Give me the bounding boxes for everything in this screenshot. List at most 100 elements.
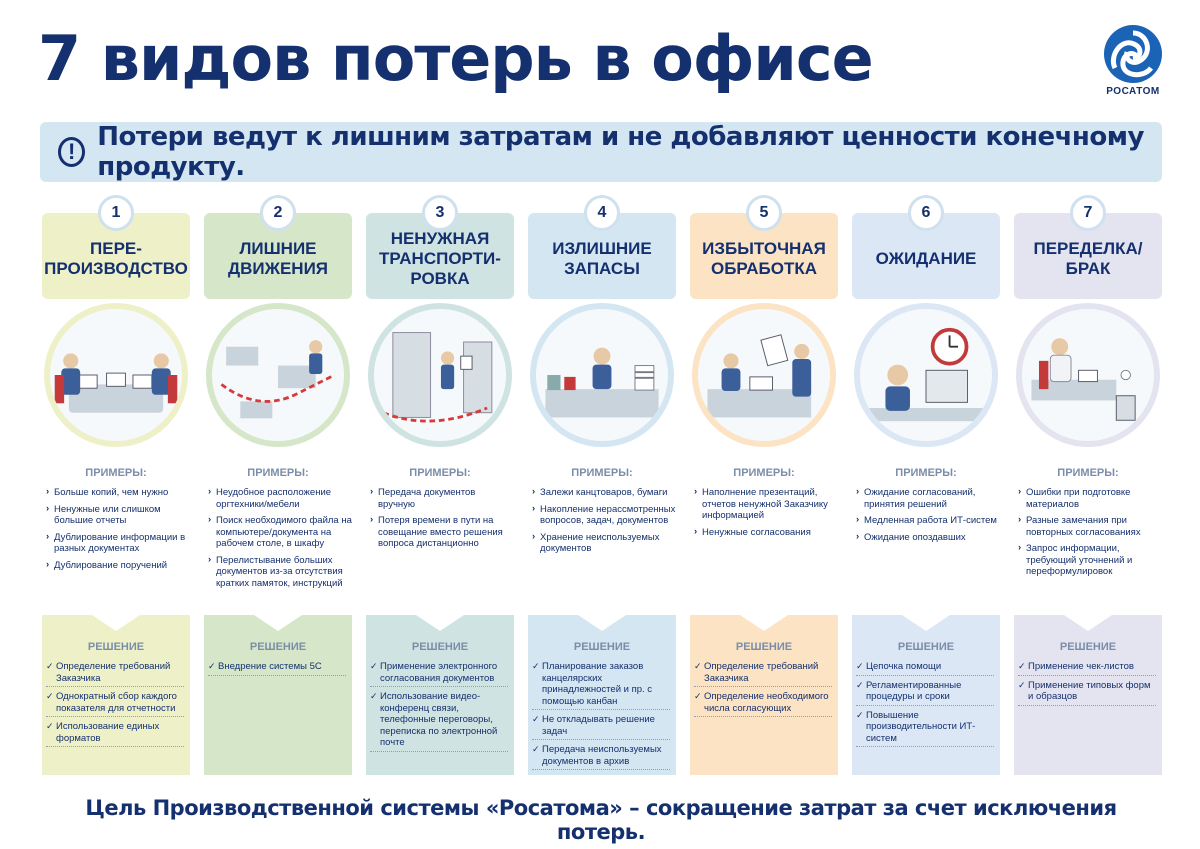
solution-panel: РЕШЕНИЕ Планирование заказов канцелярских… [528, 615, 676, 775]
waste-number: 6 [908, 195, 944, 231]
solution-label: РЕШЕНИЕ [87, 641, 145, 653]
banner-text: Потери ведут к лишним затратам и не доба… [97, 122, 1144, 182]
example-item: Хранение неиспользуемых документов [532, 531, 676, 555]
example-item: Потеря времени в пути на совещание вмест… [370, 514, 514, 550]
solution-item: Передача неиспользуемых документов в арх… [532, 744, 670, 770]
examples-label: ПРИМЕРЫ: [571, 467, 633, 479]
solutions-list: Применение электронного согласования док… [370, 661, 508, 756]
waste-number: 2 [260, 195, 296, 231]
solution-label: РЕШЕНИЕ [1059, 641, 1117, 653]
solution-item: Использование видео-конференц связи, тел… [370, 691, 508, 752]
solution-item: Определение требований Заказчика [694, 661, 832, 687]
example-item: Неудобное расположение оргтехники/мебели [208, 486, 352, 510]
illustration-image [54, 353, 178, 413]
examples-list: Неудобное расположение оргтехники/мебели… [208, 486, 352, 594]
example-item: Наполнение презентаций, отчетов ненужной… [694, 486, 838, 522]
solution-item: Применение типовых форм и образцов [1018, 680, 1156, 706]
example-item: Залежи канцтоваров, бумаги [532, 486, 676, 499]
example-item: Ненужные согласования [694, 526, 838, 539]
solution-panel: РЕШЕНИЕ Применение чек-листовПрименение т… [1014, 615, 1162, 775]
illustration [854, 303, 998, 447]
solution-panel: РЕШЕНИЕВнедрение системы 5С [204, 615, 352, 775]
illustration-image [382, 332, 493, 423]
logo-text: РОСАТОМ [1106, 86, 1160, 97]
solutions-list: Цепочка помощиРегламентированные процеду… [856, 661, 994, 751]
solution-item: Внедрение системы 5С [208, 661, 346, 676]
solutions-list: Определение требований ЗаказчикаОпределе… [694, 661, 832, 721]
example-item: Передача документов вручную [370, 486, 514, 510]
solution-item: Не откладывать решение задач [532, 714, 670, 740]
example-item: Ненужные или слишком большие отчеты [46, 503, 190, 527]
example-item: Медленная работа ИТ-систем [856, 514, 1000, 527]
example-item: Запрос информации, требующий уточнений и… [1018, 542, 1162, 578]
solution-item: Применение чек-листов [1018, 661, 1156, 676]
solution-item: Однократный сбор каждого показателя для … [46, 691, 184, 717]
examples-label: ПРИМЕРЫ: [895, 467, 957, 479]
illustration [368, 303, 512, 447]
solutions-list: Внедрение системы 5С [208, 661, 346, 680]
solution-item: Повышение производительности ИТ-систем [856, 710, 994, 747]
examples-list: Ошибки при подготовке материаловРазные з… [1018, 486, 1162, 583]
solution-item: Определение требований Заказчика [46, 661, 184, 687]
examples-label: ПРИМЕРЫ: [409, 467, 471, 479]
solutions-list: Планирование заказов канцелярских принад… [532, 661, 670, 774]
examples-list: Больше копий, чем нужноНенужные или слиш… [46, 486, 190, 576]
waste-number: 4 [584, 195, 620, 231]
waste-number: 3 [422, 195, 458, 231]
examples-label: ПРИМЕРЫ: [733, 467, 795, 479]
waste-title: ПЕРЕДЕЛКА/БРАК [1014, 213, 1162, 299]
atom-logo-icon [1104, 25, 1162, 83]
illustration-image [1031, 338, 1136, 421]
example-item: Перелистывание больших документов из-за … [208, 554, 352, 590]
info-banner: ! Потери ведут к лишним затратам и не до… [40, 122, 1162, 182]
solution-item: Определение необходимого числа согласующ… [694, 691, 832, 717]
solution-item: Применение электронного согласования док… [370, 661, 508, 687]
illustration [530, 303, 674, 447]
solution-panel: РЕШЕНИЕОпределение требований ЗаказчикаО… [690, 615, 838, 775]
example-item: Поиск необходимого файла на компьютере/д… [208, 514, 352, 550]
examples-label: ПРИМЕРЫ: [85, 467, 147, 479]
solution-panel: РЕШЕНИЕ Цепочка помощиРегламентированные … [852, 615, 1000, 775]
examples-list: Ожидание согласований, принятия решенийМ… [856, 486, 1000, 548]
illustration-image [545, 347, 659, 418]
page-title: 7 видов потерь в офисе [38, 22, 874, 95]
solution-panel: РЕШЕНИЕОпределение требований ЗаказчикаО… [42, 615, 190, 775]
solution-label: РЕШЕНИЕ [573, 641, 631, 653]
rosatom-logo: РОСАТОМ [1098, 24, 1168, 97]
waste-number: 7 [1070, 195, 1106, 231]
illustration-image [220, 340, 336, 419]
solution-label: РЕШЕНИЕ [411, 641, 469, 653]
illustration-image [869, 327, 983, 422]
footer-text: Цель Производственной системы «Росатома»… [85, 796, 1117, 844]
example-item: Ошибки при подготовке материалов [1018, 486, 1162, 510]
examples-label: ПРИМЕРЫ: [247, 467, 309, 479]
examples-list: Наполнение презентаций, отчетов ненужной… [694, 486, 838, 543]
illustration [1016, 303, 1160, 447]
solution-panel: РЕШЕНИЕ Применение электронного согласова… [366, 615, 514, 775]
illustration [692, 303, 836, 447]
solution-label: РЕШЕНИЕ [735, 641, 793, 653]
illustration [206, 303, 350, 447]
examples-label: ПРИМЕРЫ: [1057, 467, 1119, 479]
example-item: Дублирование поручений [46, 559, 190, 572]
exclamation-icon: ! [58, 137, 86, 167]
examples-list: Залежи канцтоваров, бумагиНакопление нер… [532, 486, 676, 560]
example-item: Ожидание опоздавших [856, 531, 1000, 544]
example-item: Больше копий, чем нужно [46, 486, 190, 499]
solution-label: РЕШЕНИЕ [897, 641, 955, 653]
solutions-list: Определение требований ЗаказчикаОднократ… [46, 661, 184, 751]
example-item: Дублирование информации в разных докумен… [46, 531, 190, 555]
solution-item: Цепочка помощи [856, 661, 994, 676]
example-item: Разные замечания при повторных согласова… [1018, 514, 1162, 538]
example-item: Ожидание согласований, принятия решений [856, 486, 1000, 510]
waste-number: 1 [98, 195, 134, 231]
examples-list: Передача документов вручнуюПотеря времен… [370, 486, 514, 555]
example-item: Накопление нерассмотренных вопросов, зад… [532, 503, 676, 527]
solution-item: Регламентированные процедуры и сроки [856, 680, 994, 706]
